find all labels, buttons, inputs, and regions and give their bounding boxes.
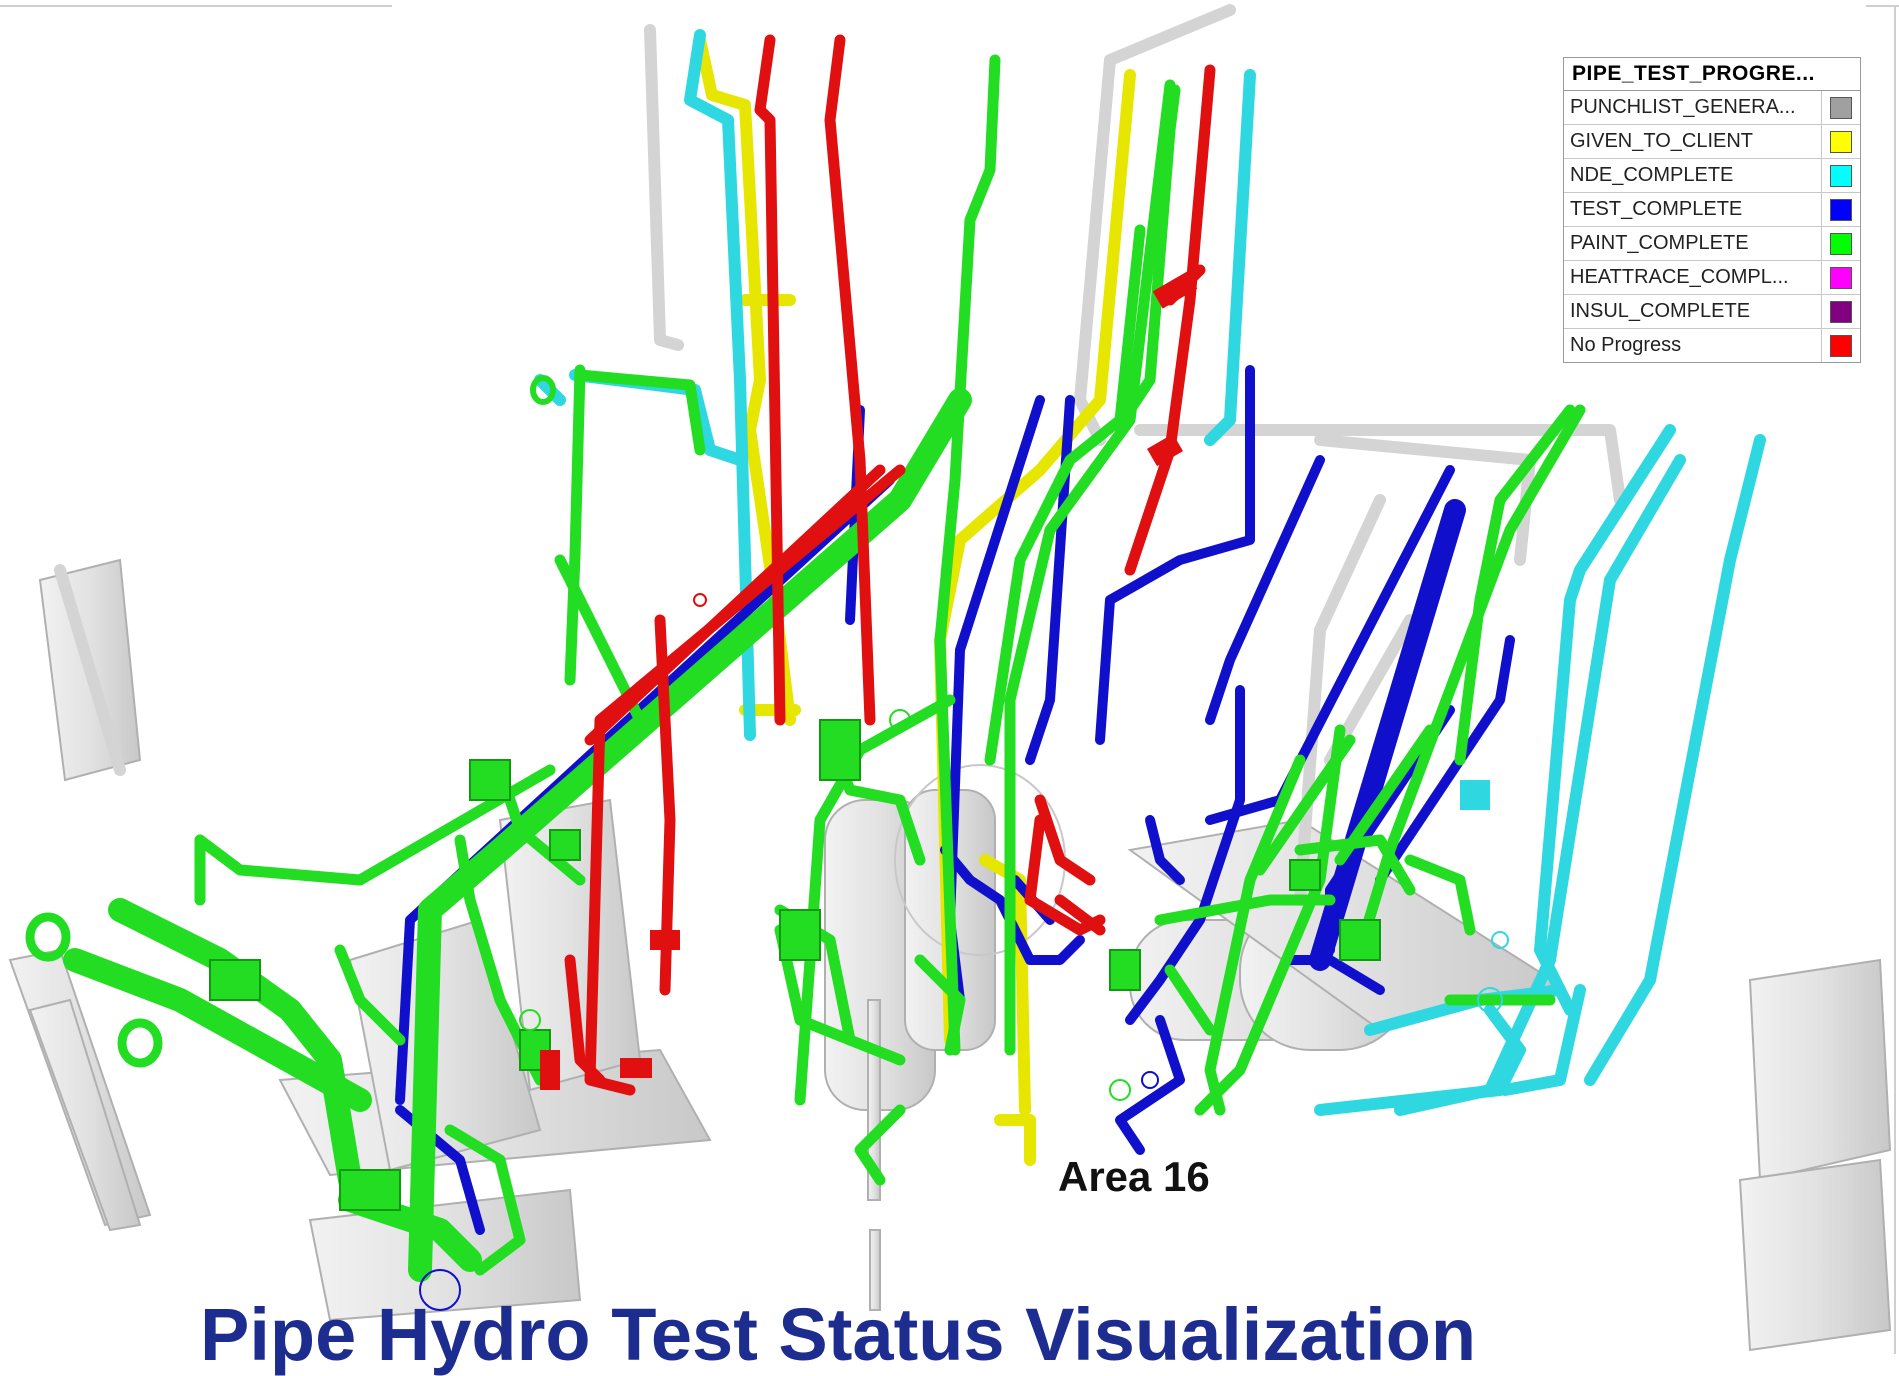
legend-item-label: NDE_COMPLETE <box>1564 159 1822 192</box>
legend-item-label: PUNCHLIST_GENERA... <box>1564 91 1822 124</box>
legend-item-label: INSUL_COMPLETE <box>1564 295 1822 328</box>
valve-symbols <box>419 593 1509 1311</box>
legend-color-swatch <box>1830 232 1852 255</box>
legend-color-swatch <box>1830 164 1852 187</box>
legend-color-swatch <box>1830 334 1852 357</box>
page-title: Pipe Hydro Test Status Visualization <box>200 1293 1477 1376</box>
legend-item: GIVEN_TO_CLIENT <box>1564 125 1860 159</box>
legend-item: PAINT_COMPLETE <box>1564 227 1860 261</box>
status-legend: PIPE_TEST_PROGRE... PUNCHLIST_GENERA...G… <box>1563 57 1861 363</box>
legend-item-label: TEST_COMPLETE <box>1564 193 1822 226</box>
legend-color-swatch <box>1830 300 1852 323</box>
legend-color-swatch <box>1830 198 1852 221</box>
legend-item-label: HEATTRACE_COMPL... <box>1564 261 1822 294</box>
legend-item-label: PAINT_COMPLETE <box>1564 227 1822 260</box>
legend-item: PUNCHLIST_GENERA... <box>1564 91 1860 125</box>
legend-title: PIPE_TEST_PROGRE... <box>1564 58 1860 91</box>
legend-color-swatch <box>1830 266 1852 289</box>
red-fittings <box>540 271 1198 1090</box>
green-pipes <box>194 54 1586 1276</box>
blue-pipe-bold <box>1309 499 1466 971</box>
legend-item-label: No Progress <box>1564 329 1822 362</box>
legend-color-swatch <box>1830 96 1852 119</box>
legend-item: INSUL_COMPLETE <box>1564 295 1860 329</box>
legend-item-label: GIVEN_TO_CLIENT <box>1564 125 1822 158</box>
green-fittings <box>25 375 1381 1211</box>
legend-item: TEST_COMPLETE <box>1564 193 1860 227</box>
viewport-frame <box>0 5 1899 1354</box>
legend-item: NDE_COMPLETE <box>1564 159 1860 193</box>
legend-color-swatch <box>1830 130 1852 153</box>
legend-item: No Progress <box>1564 329 1860 362</box>
area-label: Area 16 <box>1058 1153 1210 1200</box>
legend-item: HEATTRACE_COMPL... <box>1564 261 1860 295</box>
